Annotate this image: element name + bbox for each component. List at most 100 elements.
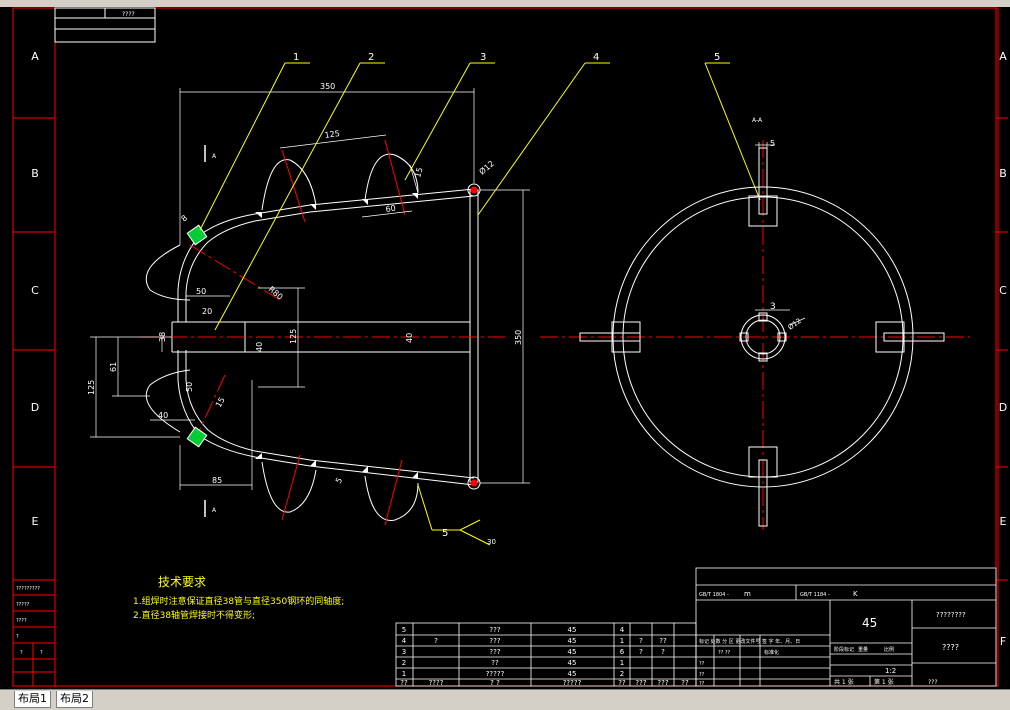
bom-cell: 1 [402, 670, 406, 678]
bom-cell: 6 [620, 648, 625, 656]
std-2-val: K [853, 590, 858, 598]
dim-3: 3 [770, 302, 776, 312]
approved-by: ?? [699, 681, 705, 687]
bom-cell: 1 [620, 659, 624, 667]
bom-cell: ??? [657, 679, 668, 687]
zone-right-a: A [999, 50, 1007, 63]
notes-line-2: 2.直径38轴管焊接时不得变形; [133, 609, 255, 621]
zone-right-d: D [999, 401, 1007, 414]
bom-cell: ? [661, 648, 665, 656]
bom-cell: ? [639, 637, 643, 645]
dim-50-low: 50 [185, 382, 194, 392]
dim-40-low: 40 [158, 411, 168, 420]
bom-cell: 2 [402, 659, 406, 667]
weld-blocks [186, 195, 905, 478]
bom-cell: 1 [620, 637, 624, 645]
zone-right-c: C [999, 284, 1007, 297]
bom-cell: 45 [568, 659, 577, 667]
bom-cell: 45 [568, 626, 577, 634]
drawing-name: ???????? [936, 611, 966, 619]
bom-cell: ?? [618, 679, 626, 687]
bom-cell: ??? [489, 626, 500, 634]
zone-left-a: A [31, 50, 39, 63]
bom-cell: 4 [402, 637, 407, 645]
bom-cell: 3 [402, 648, 406, 656]
stage-label: 阶段标记 [834, 646, 854, 653]
callout-3: 3 [480, 52, 486, 63]
dim-38: 38 [158, 332, 167, 342]
view-label: A-A [752, 117, 763, 124]
bom-cell: 45 [568, 648, 577, 656]
callout-2: 2 [368, 52, 374, 63]
tab-layout-1[interactable]: 布局1 [14, 691, 51, 708]
zone-right-e: E [1000, 515, 1007, 528]
zone-right-b: B [999, 167, 1007, 180]
bom-cell: ??? [635, 679, 646, 687]
std-1-val: m [744, 590, 751, 598]
dimension-texts: 350 125 15 60 Ø12 8 R80 50 20 38 40 40 1… [87, 82, 523, 485]
std-1: GB/T 1804 - [699, 592, 729, 598]
zone-left-d: D [31, 401, 39, 414]
scale-value: 1:2 [885, 667, 896, 675]
callout-5: 5 [714, 52, 720, 63]
bom-cell: ??? [489, 648, 500, 656]
bom-cell: 45 [568, 670, 577, 678]
notes-line-1: 1.组焊时注意保证直径38管与直径350钢环的同轴度; [133, 595, 344, 607]
bom-cell: ?? [491, 659, 499, 667]
weld-callout-5: 5 [442, 528, 448, 539]
title-block: GB/T 1804 - m GB/T 1184 - K 45 ???????? … [699, 590, 966, 687]
dim-8: 8 [180, 213, 190, 223]
weld-angle: 30 [487, 538, 496, 546]
bom-cell: ? ? [490, 679, 500, 687]
weight-label: 重量 [858, 646, 868, 653]
scale-label: 比例 [884, 646, 894, 653]
side-labels: ????????? ????? ???? ? ? ? [16, 586, 43, 656]
dim-5: 5 [334, 476, 344, 485]
std-2: GB/T 1184 - [800, 592, 830, 598]
callout-numbers: 1 2 3 4 5 5 [293, 52, 720, 539]
center-lines [140, 140, 970, 530]
section-mark-top: A [212, 153, 217, 160]
side-label-5: ? [20, 650, 23, 656]
side-label-6: ? [40, 650, 43, 656]
side-label-1: ????????? [16, 586, 40, 592]
bom-cell: ????? [486, 670, 505, 678]
dim-61: 61 [109, 362, 118, 372]
section-view [579, 147, 945, 527]
dim-125-mid: 125 [289, 329, 298, 344]
designed-by: ?? [699, 661, 705, 667]
dimension-lines [90, 88, 530, 490]
dim-phi12-view: Ø12 [787, 317, 803, 332]
bom-cell: ?? [400, 679, 408, 687]
title-block-grid [695, 567, 997, 687]
standardization: 标准化 [764, 649, 779, 656]
dim-85: 85 [212, 476, 222, 485]
callout-leaders [199, 62, 761, 546]
dim-350-top: 350 [320, 82, 335, 91]
weld-fillets [255, 193, 418, 478]
dim-60: 60 [385, 204, 396, 214]
dim-r80: R80 [267, 285, 285, 302]
dim-50: 50 [196, 287, 206, 296]
zone-letters-right: A B C D E F [999, 50, 1007, 648]
bom-cell: ????? [563, 679, 582, 687]
revision-header: 标记 处数 分 区 更改文件号 签 字 年、月、日 [699, 638, 800, 645]
zone-right-f: F [1000, 635, 1006, 648]
window-top-edge [0, 0, 1010, 7]
bom-cell: 4 [620, 626, 625, 634]
tab-layout-2[interactable]: 布局2 [56, 691, 93, 708]
dim-15-low: 15 [214, 396, 227, 409]
dim-20: 20 [202, 307, 212, 316]
corner-stamp [54, 7, 156, 43]
side-label-2: ????? [16, 602, 30, 608]
dim-40-shaft: 40 [405, 333, 414, 343]
zone-left-c: C [31, 284, 39, 297]
revision-row: ?? ?? [718, 650, 731, 656]
bom-cell: 45 [568, 637, 577, 645]
zone-letters-left: A B C D E [31, 50, 39, 528]
dim-125: 125 [324, 129, 340, 140]
zone-left-b: B [31, 167, 39, 180]
sheet-number: 第 1 张 [874, 678, 894, 686]
